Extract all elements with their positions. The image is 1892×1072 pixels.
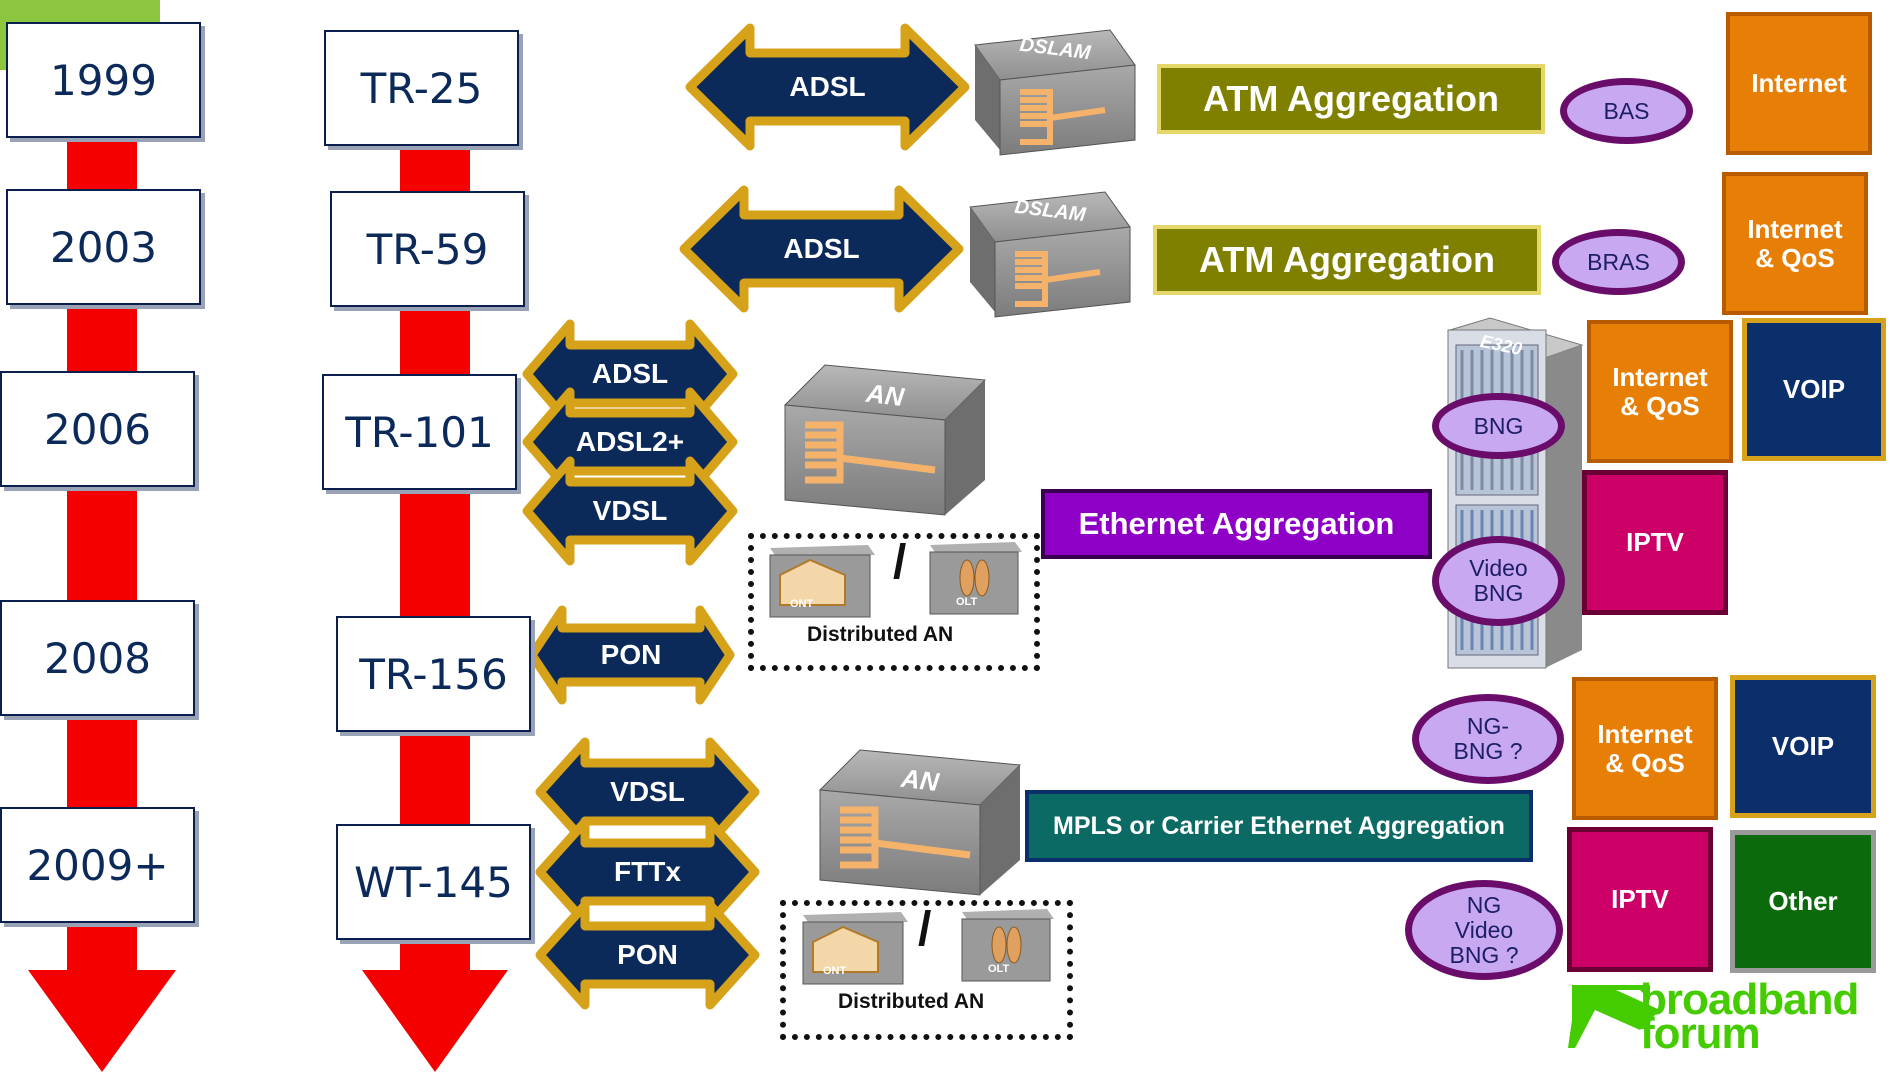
- voip-service-box-2: VOIP: [1730, 675, 1876, 818]
- fttx-label: FTTx: [614, 856, 681, 887]
- pon-label-2: PON: [617, 939, 678, 970]
- spec-box-tr101: TR-101: [322, 374, 517, 490]
- broadband-forum-logo-line1: broadband: [1640, 975, 1859, 1024]
- adsl-label-1: ADSL: [789, 71, 866, 102]
- vdsl-arrow-1: [522, 456, 738, 566]
- ont-device-2: [802, 912, 908, 985]
- distributed-an-caption-1: Distributed AN: [807, 623, 954, 646]
- atm-aggregation-bar-1: ATM Aggregation: [1157, 64, 1545, 134]
- bng-oval: BNG: [1432, 393, 1565, 459]
- pon-arrow-1: [527, 605, 735, 705]
- year-box-2003: 2003: [6, 189, 201, 305]
- ethernet-aggregation-bar: Ethernet Aggregation: [1041, 489, 1432, 559]
- year-box-2009plus: 2009+: [0, 807, 195, 923]
- olt-label-2: OLT: [988, 963, 1010, 975]
- iptv-service-box-2: IPTV: [1567, 827, 1713, 972]
- internet-service-box: Internet: [1726, 12, 1872, 155]
- an-device-1: [783, 364, 987, 516]
- spec-box-tr156: TR-156: [336, 616, 531, 732]
- iptv-service-box-1: IPTV: [1582, 470, 1728, 615]
- distributed-an-caption-2: Distributed AN: [838, 990, 985, 1013]
- adsl-label-3: ADSL: [591, 358, 669, 389]
- internet-qos-service-box-1: Internet & QoS: [1722, 172, 1868, 315]
- ng-bng-oval: NG- BNG ?: [1412, 694, 1564, 784]
- vdsl-label-1: VDSL: [592, 495, 668, 526]
- mpls-aggregation-bar: MPLS or Carrier Ethernet Aggregation: [1025, 790, 1533, 862]
- pon-label-1: PON: [600, 639, 662, 670]
- separator-slash-2: /: [918, 903, 931, 956]
- olt-device-2: [961, 909, 1054, 982]
- separator-slash-1: /: [893, 536, 906, 589]
- year-box-2008: 2008: [0, 600, 195, 716]
- an-device-2: [818, 749, 1022, 896]
- dslam-device-2: [969, 191, 1131, 318]
- distributed-an-group-1: [748, 533, 1040, 671]
- year-box-1999: 1999: [6, 22, 201, 138]
- other-service-box: Other: [1730, 830, 1876, 973]
- ng-video-bng-oval: NG Video BNG ?: [1405, 880, 1563, 980]
- distributed-an-group-2: [780, 900, 1073, 1040]
- broadband-forum-logo-mark: [1568, 985, 1660, 1048]
- video-bng-oval: Video BNG: [1432, 536, 1565, 626]
- olt-device-1: [929, 542, 1022, 615]
- atm-aggregation-bar-2: ATM Aggregation: [1153, 225, 1541, 295]
- olt-label-1: OLT: [956, 596, 978, 608]
- bras-oval: BRAS: [1552, 229, 1685, 295]
- adsl-arrow-1: [685, 23, 970, 151]
- ont-label-2: ONT: [823, 965, 847, 977]
- bas-oval: BAS: [1560, 78, 1693, 144]
- vdsl-label-2: VDSL: [610, 776, 685, 807]
- ont-device-1: [769, 545, 875, 618]
- adsl-arrow-2: [679, 185, 964, 313]
- ont-label-1: ONT: [790, 598, 814, 610]
- adsl2plus-label: ADSL2+: [575, 426, 685, 457]
- adsl-label-2: ADSL: [783, 233, 860, 264]
- internet-qos-service-box-3: Internet & QoS: [1572, 677, 1718, 820]
- broadband-forum-logo-line2: forum: [1640, 1009, 1761, 1058]
- dslam-device-1: [974, 29, 1136, 156]
- spec-box-wt145: WT-145: [336, 824, 531, 940]
- spec-box-tr25: TR-25: [324, 30, 519, 146]
- internet-qos-service-box-2: Internet & QoS: [1587, 320, 1733, 463]
- pon-arrow-2: [535, 900, 760, 1010]
- access-arrows: [522, 23, 970, 1010]
- year-box-2006: 2006: [0, 371, 195, 487]
- spec-box-tr59: TR-59: [330, 191, 525, 307]
- voip-service-box-1: VOIP: [1742, 318, 1886, 461]
